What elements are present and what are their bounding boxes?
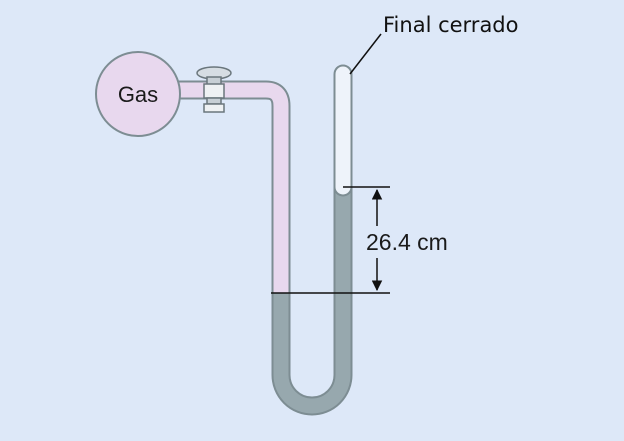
stopcock-valve-icon bbox=[196, 66, 232, 113]
left-tube-gas-section bbox=[172, 80, 291, 293]
gas-label: Gas bbox=[118, 82, 158, 107]
left-tube-gas-fill bbox=[172, 82, 289, 293]
gas-bulb bbox=[95, 51, 181, 137]
measurement-label-backdrop bbox=[362, 226, 470, 258]
closed-end-label: Final cerrado bbox=[383, 13, 519, 37]
mercury-column bbox=[273, 187, 351, 414]
closed-end-pointer bbox=[349, 33, 382, 75]
height-difference-label: 26.4 cm bbox=[366, 229, 448, 255]
